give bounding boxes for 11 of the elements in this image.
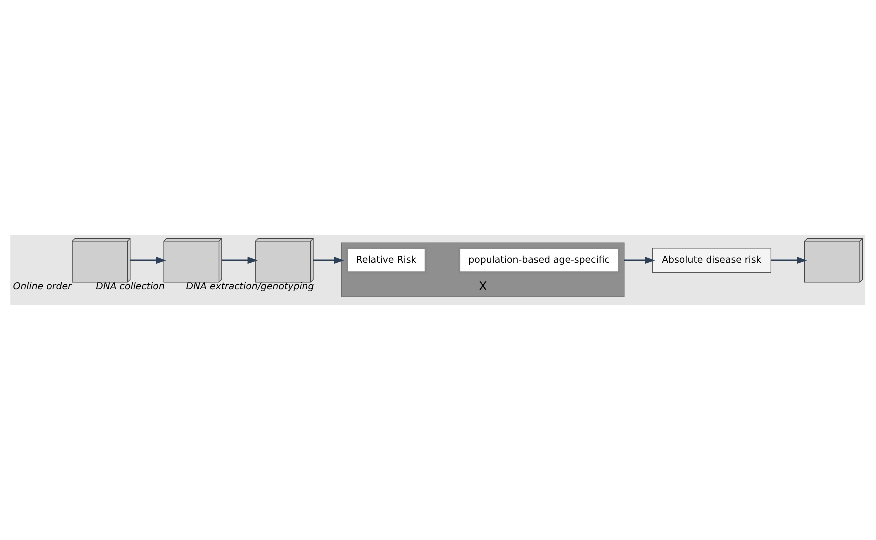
node-box: Relative Risk	[346, 247, 427, 274]
node-label: DNA collection	[96, 281, 165, 292]
arrow	[130, 257, 166, 264]
arrow	[771, 257, 808, 264]
node-box: population-based age-specific	[458, 247, 620, 274]
arrow	[314, 257, 344, 264]
node-label: DNA extraction/genotyping	[186, 281, 314, 292]
node-box: Absolute disease risk	[652, 248, 772, 274]
node-label: Online order	[13, 281, 72, 292]
arrow	[624, 257, 656, 264]
arrow	[222, 257, 258, 264]
